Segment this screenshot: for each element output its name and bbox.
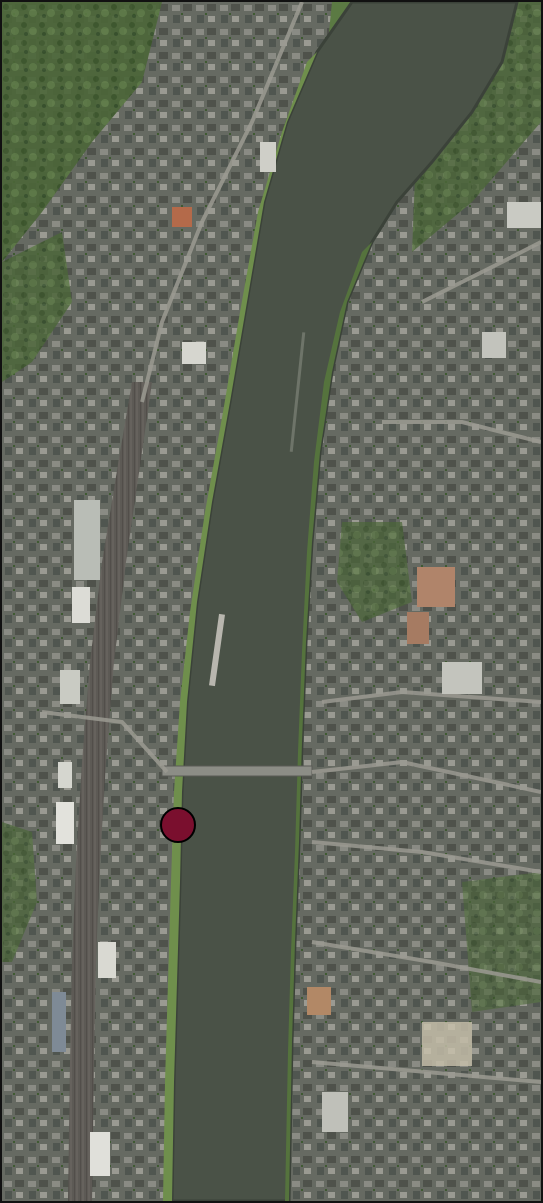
railway — [68, 382, 152, 1201]
left-riverbank — [163, 52, 317, 1201]
boat — [209, 613, 225, 687]
right-riverbank — [285, 242, 372, 1201]
location-marker[interactable] — [160, 807, 196, 843]
bridge — [161, 765, 313, 777]
boat-wake — [289, 332, 306, 452]
vegetation-areas — [2, 2, 541, 1012]
roads — [41, 2, 541, 1084]
buildings — [52, 142, 541, 1176]
